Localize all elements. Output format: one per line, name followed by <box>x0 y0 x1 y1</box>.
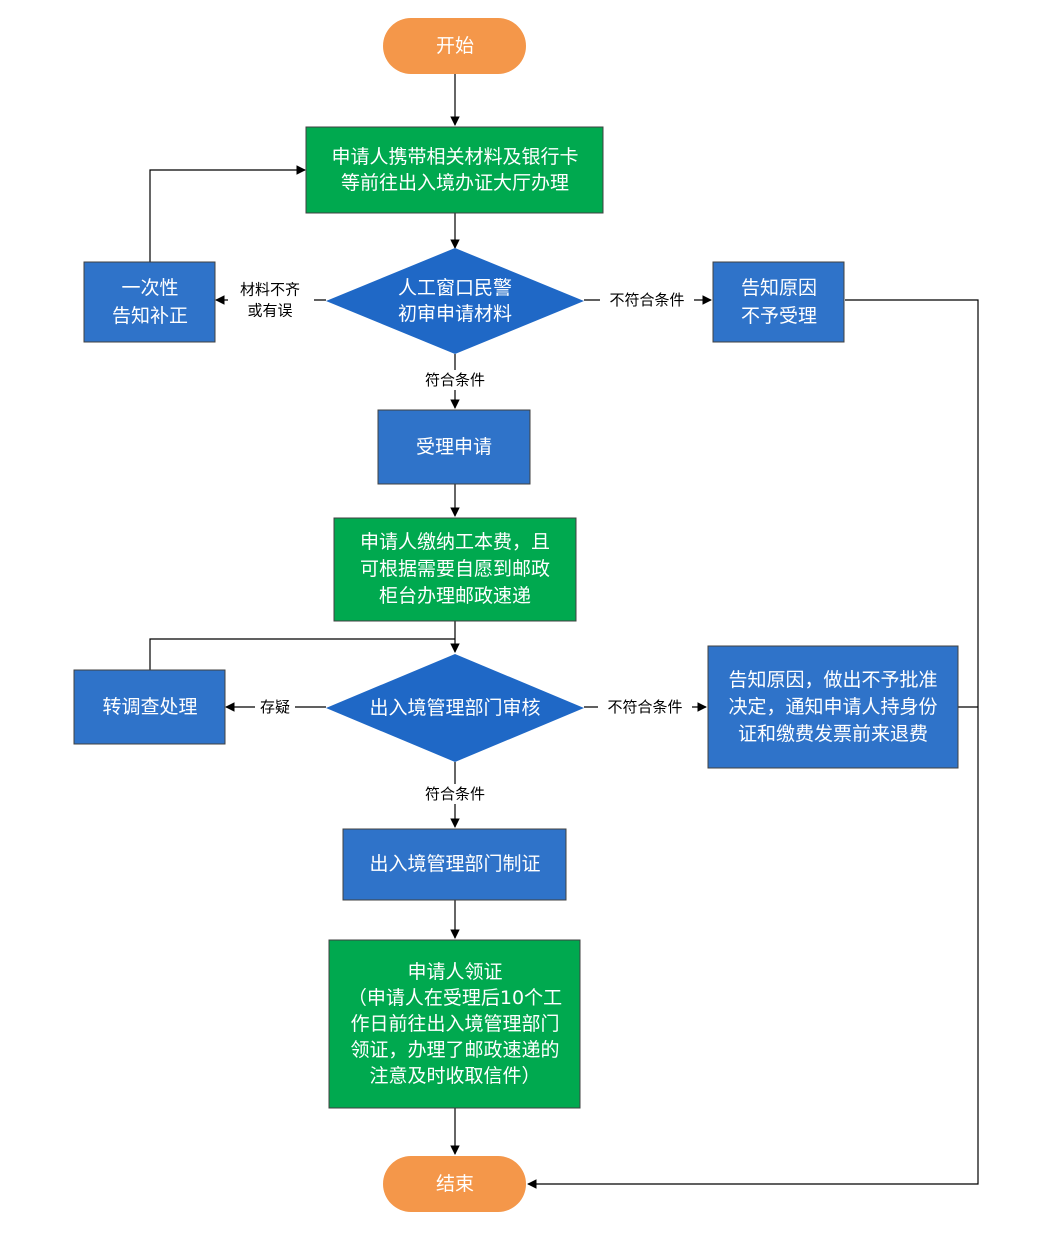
apply-label: 申请人携带相关材料及银行卡等前往出入境办证大厅办理 <box>331 146 578 194</box>
reject1-process <box>712 261 845 343</box>
text-line: 不符合条件 <box>607 698 682 716</box>
text-line: 告知原因 <box>741 277 817 299</box>
supplement-process <box>83 261 216 343</box>
text-line: 不符合条件 <box>609 291 684 309</box>
text-line: 人工窗口民警 <box>398 277 512 299</box>
text-line: 或有误 <box>247 302 292 320</box>
investigate-label: 转调查处理 <box>102 696 197 718</box>
make-label: 出入境管理部门制证 <box>369 853 540 875</box>
text-line: 决定，通知申请人持身份 <box>728 696 937 718</box>
review1-decision <box>326 248 584 354</box>
text-line: （申请人在受理后10个工 <box>348 987 562 1009</box>
end-label: 结束 <box>436 1173 474 1195</box>
accept-process <box>377 409 531 485</box>
text-line: 证和缴费发票前来退费 <box>738 723 928 745</box>
start-terminal <box>383 18 526 74</box>
edge-label-qualified-1: 符合条件 <box>425 371 485 389</box>
text-line: 出入境管理部门审核 <box>369 697 540 719</box>
text-line: 初审申请材料 <box>398 303 512 325</box>
text-line: 符合条件 <box>425 371 485 389</box>
reject2-process <box>707 645 959 769</box>
text-line: 可根据需要自愿到邮政 <box>360 558 550 580</box>
supplement-label: 一次性告知补正 <box>112 277 188 327</box>
text-line: 告知补正 <box>112 305 188 327</box>
reject2-label: 告知原因，做出不予批准决定，通知申请人持身份证和缴费发票前来退费 <box>728 669 937 745</box>
review2-decision <box>326 654 584 762</box>
text-line: 注意及时收取信件） <box>369 1065 540 1087</box>
text-line: 柜台办理邮政速递 <box>379 585 531 607</box>
edge-label-qualified-2: 符合条件 <box>425 785 485 803</box>
investigate-process <box>73 669 226 745</box>
text-line: 作日前往出入境管理部门 <box>350 1013 559 1035</box>
text-line: 不予受理 <box>741 305 817 327</box>
review2-label: 出入境管理部门审核 <box>369 697 540 719</box>
apply-process <box>305 126 604 214</box>
edge-supplement-to-apply <box>149 165 306 262</box>
collect-process <box>328 939 581 1109</box>
edge-label-doubt: 存疑 <box>260 698 290 716</box>
text-line: 告知原因，做出不予批准 <box>728 669 937 691</box>
text-line: 出入境管理部门制证 <box>369 853 540 875</box>
review1-label: 人工窗口民警初审申请材料 <box>398 277 512 325</box>
make-process <box>342 828 567 901</box>
edge-investigate-to-review2 <box>149 638 455 670</box>
start-label: 开始 <box>436 35 474 57</box>
text-line: 存疑 <box>260 698 290 716</box>
edge-label-incomplete: 材料不齐或有误 <box>240 281 300 320</box>
text-line: 符合条件 <box>425 785 485 803</box>
text-line: 开始 <box>436 35 474 57</box>
edge-reject1-to-end <box>527 299 979 1189</box>
text-line: 一次性 <box>121 277 178 299</box>
reject1-label: 告知原因不予受理 <box>741 277 817 327</box>
pay-process <box>333 517 577 622</box>
text-line: 申请人携带相关材料及银行卡 <box>331 146 578 168</box>
text-line: 材料不齐 <box>240 281 300 299</box>
accept-label: 受理申请 <box>416 436 492 458</box>
pay-label: 申请人缴纳工本费，且可根据需要自愿到邮政柜台办理邮政速递 <box>360 531 550 607</box>
edge-label-unqualified-2: 不符合条件 <box>607 698 682 716</box>
end-terminal <box>383 1156 526 1212</box>
text-line: 受理申请 <box>416 436 492 458</box>
text-line: 申请人领证 <box>407 961 502 983</box>
text-line: 转调查处理 <box>102 696 197 718</box>
text-line: 领证，办理了邮政速递的 <box>350 1039 559 1061</box>
text-line: 等前往出入境办证大厅办理 <box>341 172 569 194</box>
edge-label-unqualified-1: 不符合条件 <box>609 291 684 309</box>
text-line: 申请人缴纳工本费，且 <box>360 531 550 553</box>
collect-label: 申请人领证 （申请人在受理后10个工作日前往出入境管理部门领证，办理了邮政速递的注… <box>348 961 562 1087</box>
text-line: 结束 <box>436 1173 474 1195</box>
